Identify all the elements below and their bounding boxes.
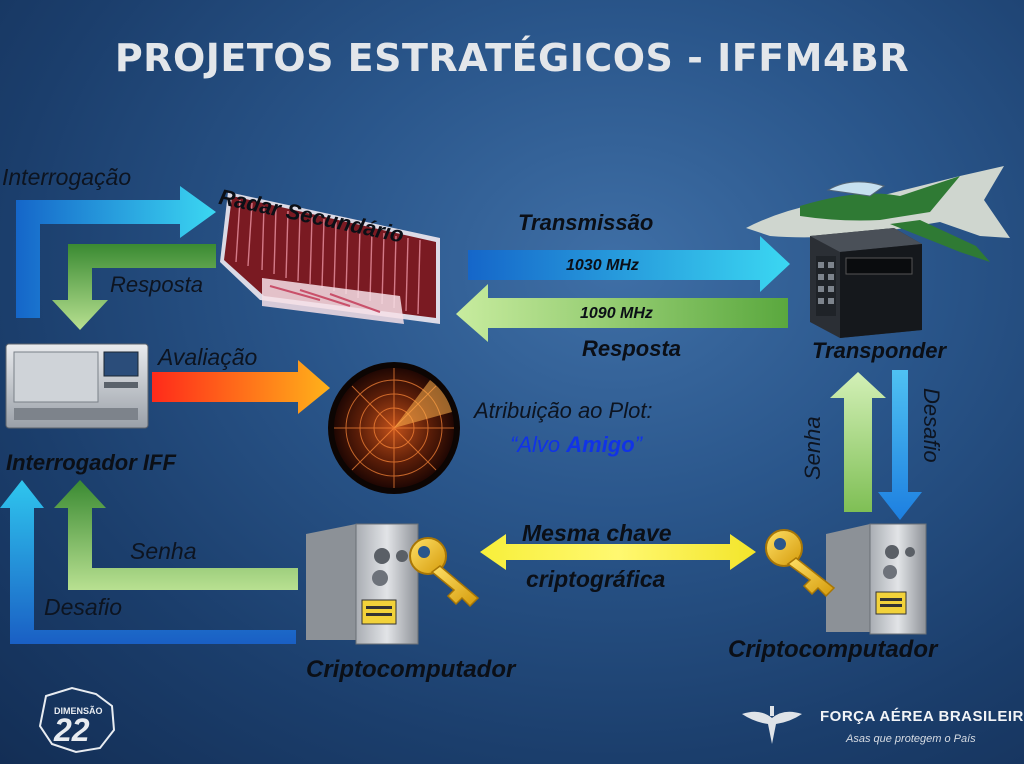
crypto-label-left: Criptocomputador <box>306 656 516 683</box>
shared-key-arrow <box>480 534 756 570</box>
transmit-arrow <box>468 236 790 292</box>
challenge-label-left: Desafio <box>44 594 122 620</box>
freq-tx-label: 1030 MHz <box>566 257 639 274</box>
plot-line1: Atribuição ao Plot: <box>474 398 653 423</box>
challenge-arrow-left <box>0 480 296 644</box>
plot-line2: “Alvo Amigo” <box>510 432 642 458</box>
transponder-label: Transponder <box>812 338 947 363</box>
interrogator-label: Interrogador IFF <box>6 450 176 475</box>
transponder-image <box>810 228 922 338</box>
plot-quote-open: “Alvo <box>510 432 567 457</box>
transmission-label: Transmissão <box>518 210 654 235</box>
interrogator-equipment-image <box>5 343 149 429</box>
password-label-right: Senha <box>800 416 825 480</box>
logo-caption: DIMENSÃO <box>54 706 103 716</box>
fab-emblem-icon <box>742 706 802 744</box>
password-label-left: Senha <box>130 538 197 564</box>
response-arrow-left <box>52 244 216 330</box>
fighter-jet-image <box>746 166 1010 262</box>
evaluation-arrow <box>152 360 330 414</box>
challenge-label-right: Desafio <box>919 388 944 463</box>
response-label-left: Resposta <box>110 272 203 297</box>
plot-quote-close: ” <box>634 432 643 457</box>
crypto-label-right: Criptocomputador <box>728 636 938 663</box>
organization-name: FORÇA AÉREA BRASILEIRA <box>820 708 1024 725</box>
radar-scope-image <box>328 362 460 494</box>
interrogation-label: Interrogação <box>2 164 132 190</box>
organization-slogan: Asas que protegem o País <box>846 733 976 745</box>
password-arrow-right <box>830 372 886 512</box>
password-arrow-left <box>54 480 298 590</box>
key-icon-right <box>765 529 836 598</box>
crypto-computer-left-image <box>306 523 419 645</box>
response-arrow-mid <box>456 284 788 342</box>
response-label-mid: Resposta <box>582 336 682 361</box>
interrogation-arrow <box>16 186 216 318</box>
challenge-arrow-right <box>878 370 922 520</box>
crypto-computer-right-image <box>826 523 927 635</box>
shared-key-line1: Mesma chave <box>522 520 672 546</box>
radar-antenna-image <box>220 192 440 324</box>
freq-rx-label: 1090 MHz <box>580 305 653 322</box>
evaluation-label: Avaliação <box>158 344 258 370</box>
page-title: PROJETOS ESTRATÉGICOS - IFFM4BR <box>114 36 910 80</box>
plot-emphasis: Amigo <box>566 432 635 457</box>
shared-key-line2: criptográfica <box>526 566 666 592</box>
dimensao-22-logo <box>38 686 116 754</box>
logo-number: 22 <box>54 712 90 748</box>
key-icon-left <box>409 537 480 608</box>
